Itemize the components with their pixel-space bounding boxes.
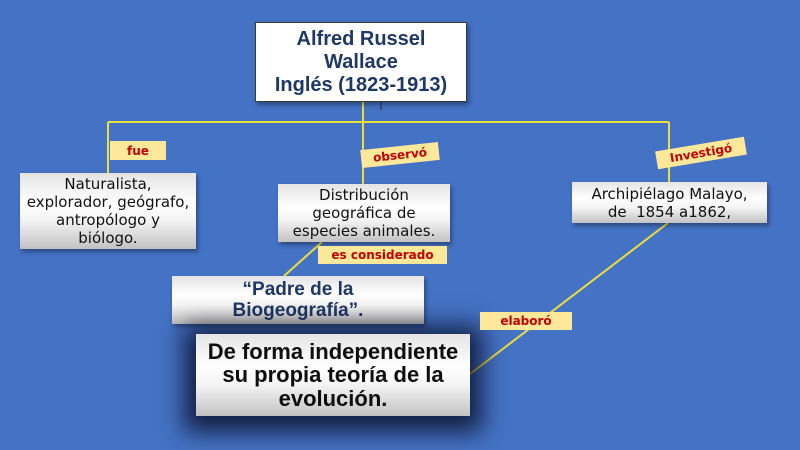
title-line: Inglés (1823-1913) xyxy=(274,73,448,96)
title-box: Alfred Russel Wallace Inglés (1823-1913) xyxy=(255,22,467,102)
theory-line: evolución. xyxy=(278,385,388,411)
occupations-line: biólogo. xyxy=(78,229,138,247)
archipelago-node: Archipiélago Malayo, de 1854 a1862, xyxy=(572,182,767,223)
title-line: Alfred Russel xyxy=(296,27,426,50)
archipelago-line: de 1854 a1862, xyxy=(607,202,732,221)
occupations-node: Naturalista, explorador, geógrafo, antro… xyxy=(20,173,196,249)
theory-line: De forma independiente xyxy=(207,338,459,364)
occupations-line: explorador, geógrafo, xyxy=(26,193,190,211)
connector-archipelago-to-theory xyxy=(469,222,669,375)
archipelago-line: Archipiélago Malayo, xyxy=(591,184,748,203)
occupations-line: Naturalista, xyxy=(64,175,152,193)
distribution-line: geográfica de xyxy=(312,204,416,222)
distribution-line: especies animales. xyxy=(292,222,436,240)
connector-distribution-to-father xyxy=(283,241,323,277)
link-label-elaboro: elaboró xyxy=(480,312,572,330)
link-label-es-considerado: es considerado xyxy=(318,246,447,264)
occupations-line: antropólogo y xyxy=(56,211,160,229)
father-of-biogeography-node: “Padre de la Biogeografía”. xyxy=(172,276,424,324)
father-line: “Padre de la xyxy=(242,279,354,300)
title-line: Wallace xyxy=(324,50,398,73)
distribution-node: Distribución geográfica de especies anim… xyxy=(278,184,450,242)
link-label-fue: fue xyxy=(110,141,166,160)
theory-line: su propia teoría de la xyxy=(222,362,444,388)
father-line: Biogeografía”. xyxy=(232,300,364,321)
evolution-theory-node: De forma independiente su propia teoría … xyxy=(196,334,470,416)
distribution-line: Distribución xyxy=(319,186,409,204)
